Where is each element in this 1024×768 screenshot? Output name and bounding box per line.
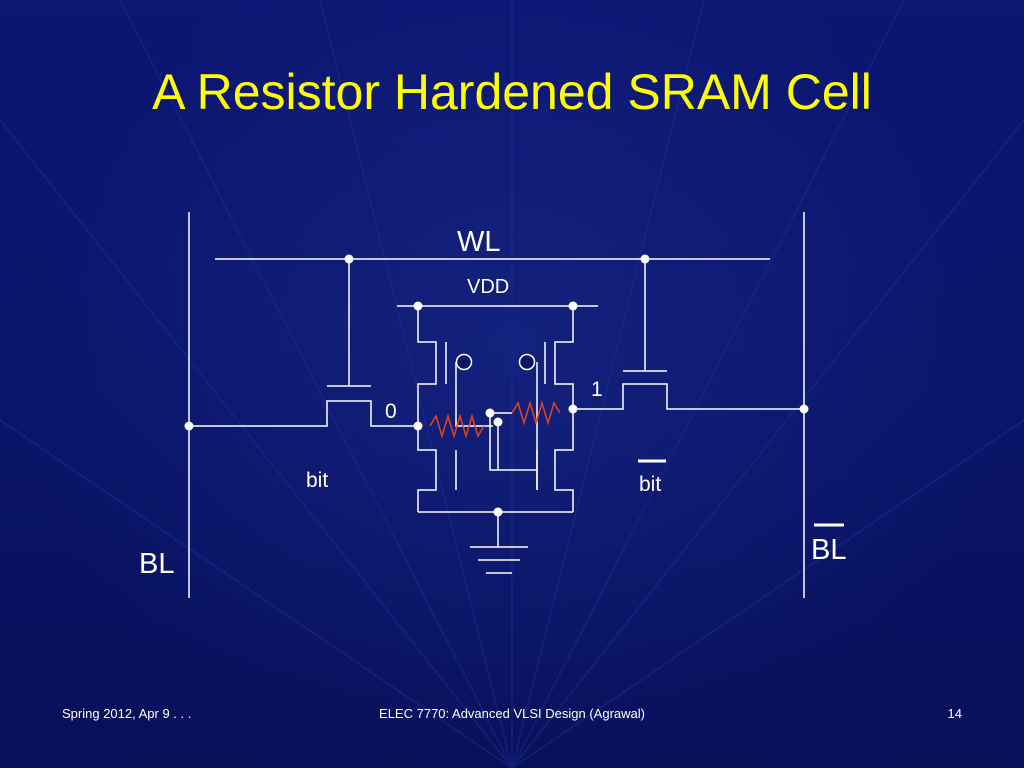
junction-dot	[493, 417, 503, 427]
node-right-label: 1	[591, 378, 603, 401]
junction-dot	[413, 301, 423, 311]
left-resistor	[429, 413, 485, 439]
wl-label: WL	[457, 226, 501, 258]
junction-dot	[344, 254, 354, 264]
junction-dot	[485, 408, 495, 418]
left-access-transistor	[189, 259, 418, 427]
slide-title: A Resistor Hardened SRAM Cell	[152, 64, 872, 120]
right-pmos-bubble	[518, 353, 536, 371]
footer-page-number: 14	[947, 706, 962, 721]
vdd-label: VDD	[467, 276, 509, 298]
bit-bar-label: bit	[639, 473, 661, 496]
left-inverter	[417, 306, 493, 512]
bit-label: bit	[306, 469, 328, 492]
footer-course: ELEC 7770: Advanced VLSI Design (Agrawal…	[379, 706, 645, 721]
right-inverter	[536, 306, 574, 512]
junction-dot	[568, 301, 578, 311]
right-access-transistor	[573, 259, 804, 410]
junction-dot	[568, 404, 578, 414]
junction-dot	[184, 421, 194, 431]
left-pmos-bubble	[455, 353, 473, 371]
junction-dot	[799, 404, 809, 414]
ground-icon	[470, 512, 528, 574]
cross-couple-left	[489, 413, 499, 471]
bl-bar-label: BL	[811, 534, 846, 566]
footer-date: Spring 2012, Apr 9 . . .	[62, 706, 192, 721]
bl-label: BL	[139, 548, 174, 580]
right-resistor	[511, 400, 561, 426]
junction-dot	[640, 254, 650, 264]
junction-dot	[413, 421, 423, 431]
node-left-label: 0	[385, 400, 397, 423]
junction-dot	[493, 507, 503, 517]
